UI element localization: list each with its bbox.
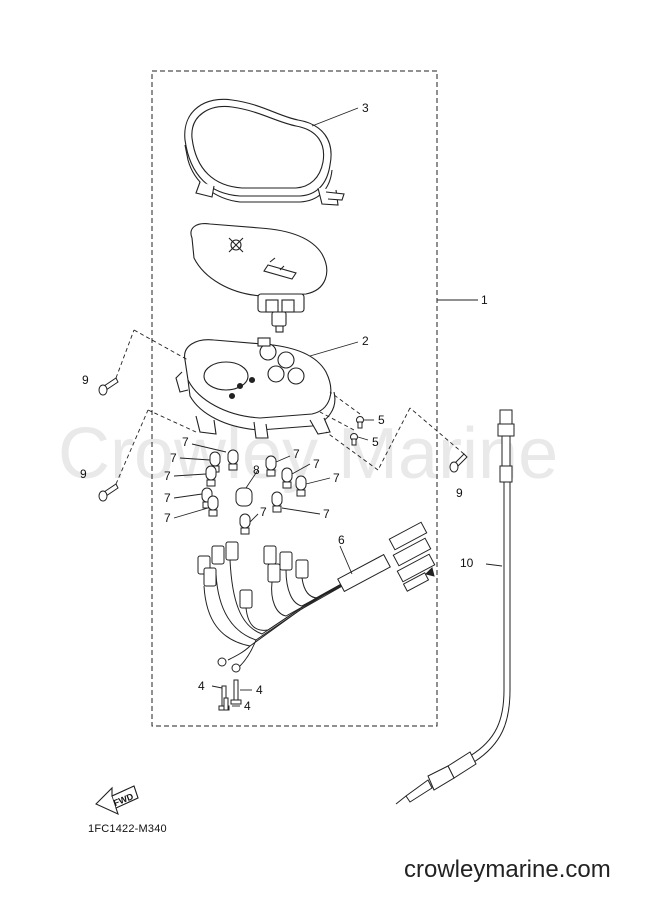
callout-4: 4 (198, 679, 205, 693)
bulb (265, 455, 277, 477)
bulb (227, 449, 239, 471)
callout-7: 7 (323, 507, 330, 521)
meter-housing (175, 337, 336, 439)
screw-part-5 (350, 416, 364, 446)
diagram-code: 1FC1422-M340 (88, 823, 167, 835)
callout-6: 6 (338, 533, 345, 547)
callout-9: 9 (82, 373, 89, 387)
bulb (295, 475, 307, 497)
callout-4: 4 (244, 699, 251, 713)
screw-part-9 (98, 377, 468, 502)
ring-terminals (217, 657, 241, 673)
meter-cover (184, 98, 345, 206)
callout-labels: 1 2 3 4 4 4 5 5 6 7 7 7 7 7 7 7 7 7 7 8 … (80, 101, 488, 713)
callout-9: 9 (456, 486, 463, 500)
callout-10: 10 (460, 556, 474, 570)
callout-7: 7 (164, 511, 171, 525)
callout-7: 7 (170, 451, 177, 465)
speedometer-drive-unit (257, 293, 305, 333)
callout-7: 7 (333, 471, 340, 485)
bulb-large (235, 487, 253, 507)
bulb-group (201, 449, 307, 535)
meter-face-plate (190, 223, 328, 297)
fwd-arrow-icon: FWD (95, 785, 139, 816)
callout-5: 5 (372, 435, 379, 449)
callout-7: 7 (182, 435, 189, 449)
callout-4: 4 (256, 683, 263, 697)
speedometer-cable (395, 409, 515, 805)
callout-1: 1 (481, 293, 488, 307)
callout-7: 7 (260, 505, 267, 519)
assembly-boundary (151, 70, 438, 727)
callout-8: 8 (253, 463, 260, 477)
callout-7: 7 (293, 447, 300, 461)
wire-harness (203, 553, 391, 667)
bulb (205, 465, 217, 487)
callout-7: 7 (313, 457, 320, 471)
socket-group (197, 541, 309, 609)
bulb (281, 467, 293, 489)
fwd-label: FWD (112, 791, 135, 808)
site-url[interactable]: crowleymarine.com (404, 856, 611, 883)
callout-5: 5 (378, 413, 385, 427)
watermark: Crowley Marine (58, 414, 558, 494)
harness-connectors (388, 521, 436, 592)
bulb (239, 513, 251, 535)
callout-2: 2 (362, 334, 369, 348)
callout-3: 3 (362, 101, 369, 115)
bulb (271, 491, 283, 513)
leader-lines (115, 107, 503, 707)
callout-9: 9 (80, 467, 87, 481)
callout-7: 7 (164, 469, 171, 483)
callout-7: 7 (164, 491, 171, 505)
bulb (207, 495, 219, 517)
screw-part-4 (218, 679, 242, 711)
